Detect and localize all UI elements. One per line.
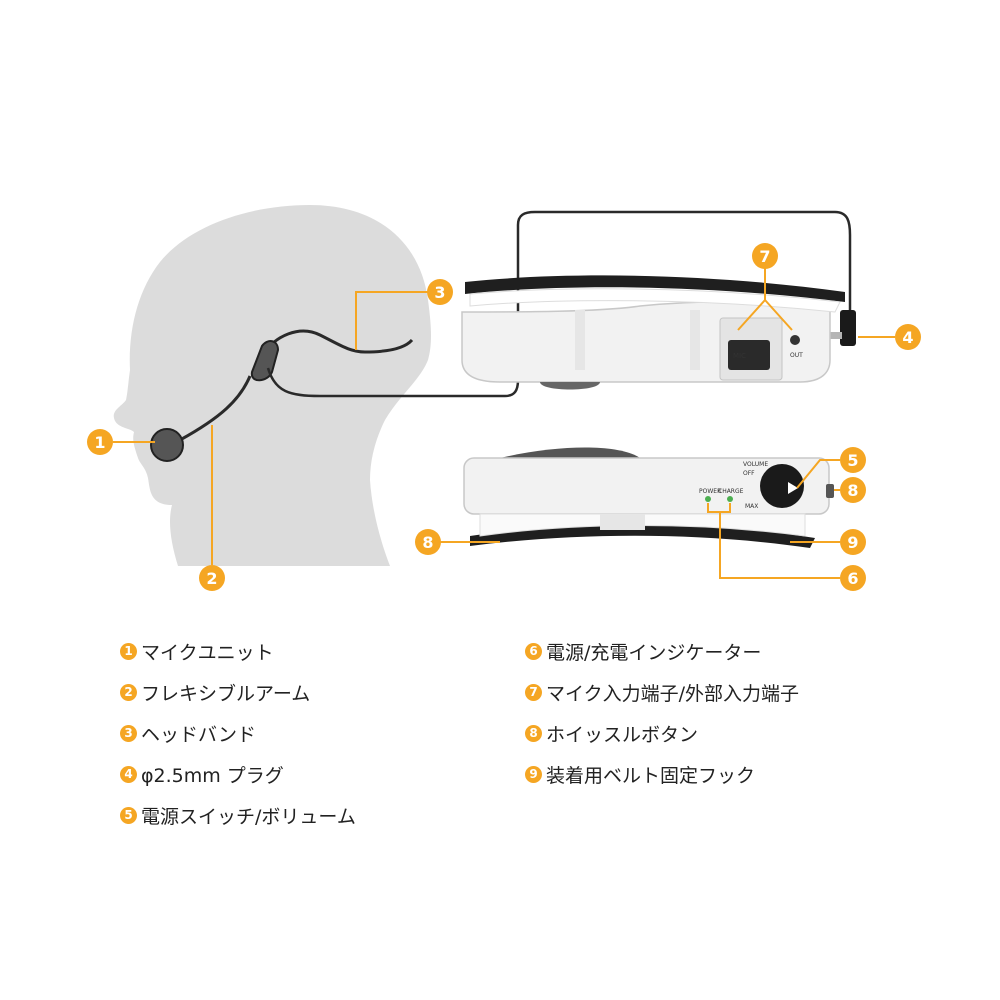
legend-label: 電源/充電インジケーター <box>546 641 762 664</box>
legend-item: 3 ヘッドバンド <box>120 718 510 748</box>
legend-item: 9 装着用ベルト固定フック <box>525 759 880 789</box>
callout-2: 2 <box>199 565 225 591</box>
legend-label: ホイッスルボタン <box>546 723 699 746</box>
legend-item: 4 φ2.5mm プラグ <box>120 759 510 789</box>
legend-badge: 1 <box>120 642 137 660</box>
legend-label: 装着用ベルト固定フック <box>546 764 756 787</box>
whistle-button-side <box>826 484 834 498</box>
off-label: OFF <box>743 470 755 477</box>
legend-label: フレキシブルアーム <box>141 682 311 705</box>
legend-label: 電源スイッチ/ボリューム <box>141 805 356 828</box>
callout-4: 4 <box>895 324 921 350</box>
legend-badge: 4 <box>120 765 137 783</box>
earpiece <box>250 340 280 382</box>
charge-label: CHARGE <box>718 488 744 495</box>
legend-badge: 2 <box>120 683 137 701</box>
callout-6: 6 <box>840 565 866 591</box>
legend-badge: 6 <box>525 642 542 660</box>
callout-5-number: 5 <box>847 451 858 470</box>
parts-legend: 1 マイクユニット 2 フレキシブルアーム 3 ヘッドバンド 4 φ2.5mm … <box>120 636 880 836</box>
callout-3: 3 <box>427 279 453 305</box>
callout-6-number: 6 <box>847 569 858 588</box>
callout-9: 9 <box>840 529 866 555</box>
device-bottom-view: POWER CHARGE VOLUME OFF MAX <box>463 447 834 548</box>
callout-1-number: 1 <box>94 433 105 452</box>
legend-badge: 8 <box>525 724 542 742</box>
legend-label: ヘッドバンド <box>141 723 256 746</box>
head-silhouette <box>113 205 431 566</box>
device-top-view: MIC OUT <box>461 275 845 390</box>
callout-5: 5 <box>840 447 866 473</box>
callout-1: 1 <box>87 429 113 455</box>
legend-item: 8 ホイッスルボタン <box>525 718 880 748</box>
legend-label: マイク入力端子/外部入力端子 <box>546 682 800 705</box>
flexible-arm <box>179 375 252 442</box>
legend-item: 2 フレキシブルアーム <box>120 677 510 707</box>
legend-item: 5 電源スイッチ/ボリューム <box>120 800 510 830</box>
out-port-label: OUT <box>790 352 803 359</box>
power-label: POWER <box>699 488 721 495</box>
callout-7: 7 <box>752 243 778 269</box>
callout-3-number: 3 <box>434 283 445 302</box>
callout-4-number: 4 <box>902 328 913 347</box>
legend-badge: 7 <box>525 683 542 701</box>
legend-column-left: 1 マイクユニット 2 フレキシブルアーム 3 ヘッドバンド 4 φ2.5mm … <box>120 636 510 841</box>
mic-unit <box>150 428 184 462</box>
product-diagram: MIC OUT POWER CHARGE VOLUME OFF MAX <box>87 205 921 591</box>
legend-column-right: 6 電源/充電インジケーター 7 マイク入力端子/外部入力端子 8 ホイッスルボ… <box>525 636 880 800</box>
callout-7-number: 7 <box>759 247 770 266</box>
legend-badge: 5 <box>120 806 137 824</box>
max-label: MAX <box>745 503 758 510</box>
legend-item: 6 電源/充電インジケーター <box>525 636 880 666</box>
legend-item: 1 マイクユニット <box>120 636 510 666</box>
callout-leaders <box>113 268 895 579</box>
callout-8-left-number: 8 <box>422 533 433 552</box>
callout-8-left: 8 <box>415 529 441 555</box>
legend-label: マイクユニット <box>141 641 274 664</box>
callout-9-number: 9 <box>847 533 858 552</box>
callout-2-number: 2 <box>206 569 217 588</box>
legend-badge: 3 <box>120 724 137 742</box>
headband <box>260 329 414 357</box>
volume-knob <box>760 464 804 508</box>
legend-badge: 9 <box>525 765 542 783</box>
volume-label: VOLUME <box>743 461 768 468</box>
callout-8-right-number: 8 <box>847 481 858 500</box>
callout-8-right: 8 <box>840 477 866 503</box>
power-led <box>705 496 711 502</box>
plug <box>840 310 856 346</box>
mic-port-label: MIC <box>733 352 746 360</box>
legend-label: φ2.5mm プラグ <box>141 764 284 787</box>
charge-led <box>727 496 733 502</box>
legend-item: 7 マイク入力端子/外部入力端子 <box>525 677 880 707</box>
